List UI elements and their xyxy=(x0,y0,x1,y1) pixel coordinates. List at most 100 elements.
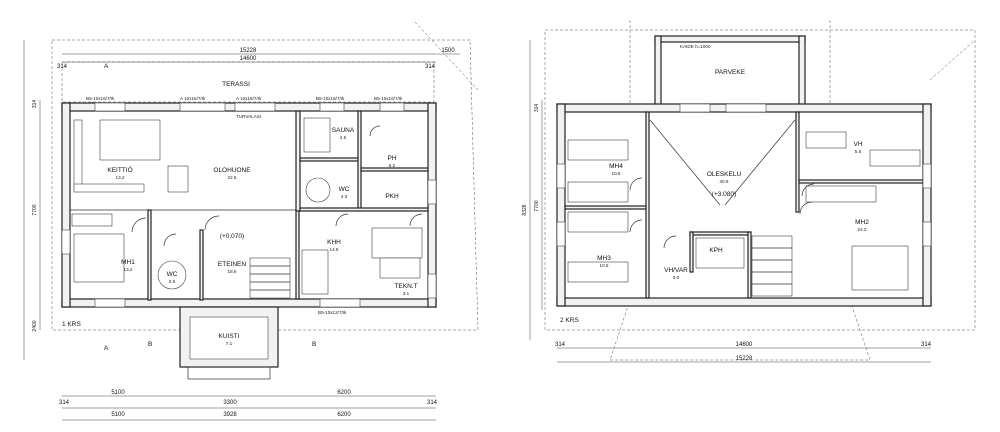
wall-south xyxy=(556,297,932,307)
door-swing xyxy=(163,233,177,247)
floor-level: (+0.070) xyxy=(220,233,244,240)
wardrobe xyxy=(805,131,847,149)
dimension-label: 314 xyxy=(32,100,38,109)
window xyxy=(427,273,437,299)
room-area: 30.9 xyxy=(720,179,729,184)
kitchen-counter xyxy=(73,183,145,193)
door-swing xyxy=(629,177,643,191)
wall-west xyxy=(556,103,566,307)
room-area: 5.2 xyxy=(389,163,396,168)
floor-level: (+3.080) xyxy=(712,191,736,198)
utility-counter xyxy=(379,257,421,279)
window xyxy=(427,179,437,205)
wardrobe xyxy=(805,185,877,203)
window xyxy=(556,221,566,247)
sauna-bench xyxy=(303,117,331,153)
door-swing xyxy=(204,215,220,231)
window xyxy=(725,103,767,113)
utility-counter xyxy=(301,249,329,295)
dimension-label: 314 xyxy=(555,342,566,348)
dimension-label: 5100 xyxy=(111,390,125,396)
room-area: 7.1 xyxy=(226,341,233,346)
window xyxy=(319,298,361,308)
room-utility: KHH xyxy=(327,239,341,246)
room-area: 5.5 xyxy=(855,149,862,154)
room-area: 3.0 xyxy=(673,275,680,280)
window-label: B5-10x16/7/Ik xyxy=(86,96,115,101)
bed-headboard xyxy=(71,213,113,227)
safety-glass-label: TURVALASI xyxy=(236,114,261,119)
inner-wall xyxy=(795,111,800,213)
utility-counter xyxy=(371,227,423,259)
single-bed xyxy=(567,139,629,161)
room-area: 22.6 xyxy=(228,175,237,180)
room-bedroom-2: MH2 xyxy=(855,219,869,226)
window xyxy=(179,102,226,112)
upper-floor-plan: PARVEKE KAIDE h=1000 MH4 10.5 OLESKELU 3… xyxy=(522,20,976,363)
bathroom-fixtures xyxy=(695,237,745,269)
room-porch: KUISTI xyxy=(219,333,240,340)
kitchen-counter xyxy=(73,119,83,191)
dimension-label: 7700 xyxy=(534,200,540,211)
inner-wall xyxy=(360,167,429,172)
door-swing xyxy=(409,213,423,227)
dimension-label: 5100 xyxy=(111,412,125,418)
single-bed xyxy=(567,181,629,203)
single-bed xyxy=(567,211,629,233)
room-closet: VH xyxy=(853,141,862,148)
inner-wall xyxy=(798,179,924,184)
room-balcony: PARVEKE xyxy=(715,69,746,76)
room-drying-room: PKH xyxy=(385,193,399,200)
ground-floor-plan: B5-10x16/7/Ik A 10x16/7/Ik A 10x16/7/Ik … xyxy=(23,21,479,421)
window-label: A 10x16/7/Ik xyxy=(180,96,206,101)
double-bed xyxy=(851,245,909,291)
armchair xyxy=(167,165,189,193)
door-swing xyxy=(629,219,643,233)
room-area: 18.6 xyxy=(228,269,237,274)
room-area: 4.5 xyxy=(340,135,347,140)
dimension-label: 314 xyxy=(921,342,932,348)
roof-beam-line xyxy=(724,119,796,206)
balcony-railing xyxy=(654,35,806,43)
dimension-label: 3928 xyxy=(223,412,237,418)
dimension-label: 3300 xyxy=(223,400,237,406)
room-area: 14.8 xyxy=(330,247,339,252)
room-area: 10.5 xyxy=(600,263,609,268)
dimension-label: 15228 xyxy=(736,356,753,362)
door-swing xyxy=(369,125,381,137)
wardrobe xyxy=(869,149,921,167)
dimension-label: 8328 xyxy=(522,204,528,215)
room-terrace: TERASSI xyxy=(222,81,250,88)
floor-label: 2 KRS xyxy=(560,317,579,324)
room-area: 3.6 xyxy=(169,279,176,284)
inner-wall xyxy=(147,209,152,301)
roof-outline xyxy=(544,29,976,331)
room-area: 24.2 xyxy=(858,227,867,232)
door-swing xyxy=(799,201,813,215)
inner-wall xyxy=(199,229,204,301)
balcony-railing xyxy=(798,35,806,107)
inner-wall xyxy=(295,210,300,300)
window xyxy=(379,102,405,112)
dining-table xyxy=(99,119,161,161)
door-swing xyxy=(131,217,147,233)
wc-turning-circle xyxy=(305,177,331,203)
room-kitchen: KEITTIÖ xyxy=(107,166,132,174)
roof-beam-line xyxy=(649,119,721,206)
room-wc: WC xyxy=(339,186,350,193)
wall-east xyxy=(922,103,932,307)
dimension-label: 14600 xyxy=(240,56,257,62)
door-swing xyxy=(663,235,677,249)
room-storage: VH/VAR xyxy=(664,267,688,274)
window xyxy=(679,103,711,113)
dimension-label: 2400 xyxy=(32,320,38,331)
roof-outline xyxy=(51,39,479,331)
inner-wall xyxy=(295,110,301,212)
inner-wall xyxy=(357,110,362,212)
staircase xyxy=(249,257,291,299)
room-area: 10.5 xyxy=(612,171,621,176)
section-marker: B xyxy=(312,341,316,348)
dimension-label: 14600 xyxy=(736,342,753,348)
section-marker: A xyxy=(104,345,109,352)
